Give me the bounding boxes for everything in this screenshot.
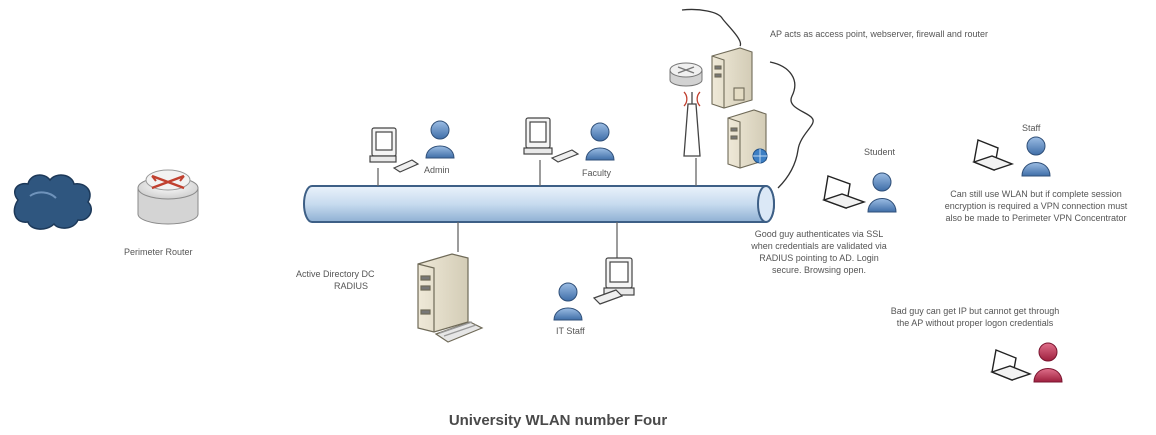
bad-guy-laptop-icon: [989, 349, 1033, 381]
staff-laptop-icon: [971, 139, 1015, 171]
globe-icon: [752, 148, 768, 164]
faculty-label: Faculty: [582, 168, 612, 178]
radius-label: RADIUS: [334, 281, 369, 291]
perimeter-router-label: Perimeter Router: [124, 247, 193, 257]
student-label: Student: [864, 147, 896, 157]
network-backbone: [303, 185, 775, 223]
it-staff-label: IT Staff: [556, 326, 585, 336]
staff-label: Staff: [1022, 123, 1041, 133]
active-directory-server-icon: [417, 253, 484, 343]
diagram-title: University WLAN number Four: [448, 412, 668, 429]
ap-brace: [681, 8, 814, 189]
good-guy-note: Good guy authenticates via SSL when cred…: [751, 229, 887, 275]
bad-guy-note: Bad guy can get IP but cannot get throug…: [890, 306, 1060, 328]
router-icon: [137, 169, 199, 225]
ad-dc-label: Active Directory DC: [296, 269, 375, 279]
admin-label: Admin: [424, 165, 450, 175]
admin-workstation-icon: [369, 127, 420, 173]
antenna-icon: [683, 91, 701, 157]
it-staff-person-icon: [553, 282, 583, 321]
faculty-person-icon: [585, 122, 615, 161]
staff-person-icon: [1021, 136, 1051, 177]
it-staff-workstation-icon: [592, 257, 635, 305]
ap-router-icon: [669, 62, 703, 87]
ap-webserver-icon: [711, 47, 753, 109]
ap-note: AP acts as access point, webserver, fire…: [770, 29, 988, 39]
bad-guy-person-icon: [1033, 342, 1063, 383]
faculty-workstation-icon: [523, 117, 580, 163]
admin-person-icon: [425, 120, 455, 159]
student-laptop-icon: [821, 175, 867, 209]
student-person-icon: [867, 172, 897, 213]
network-drops: [377, 158, 697, 258]
internet-cloud-icon: [13, 174, 92, 230]
staff-note: Can still use WLAN but if complete sessi…: [944, 189, 1128, 223]
